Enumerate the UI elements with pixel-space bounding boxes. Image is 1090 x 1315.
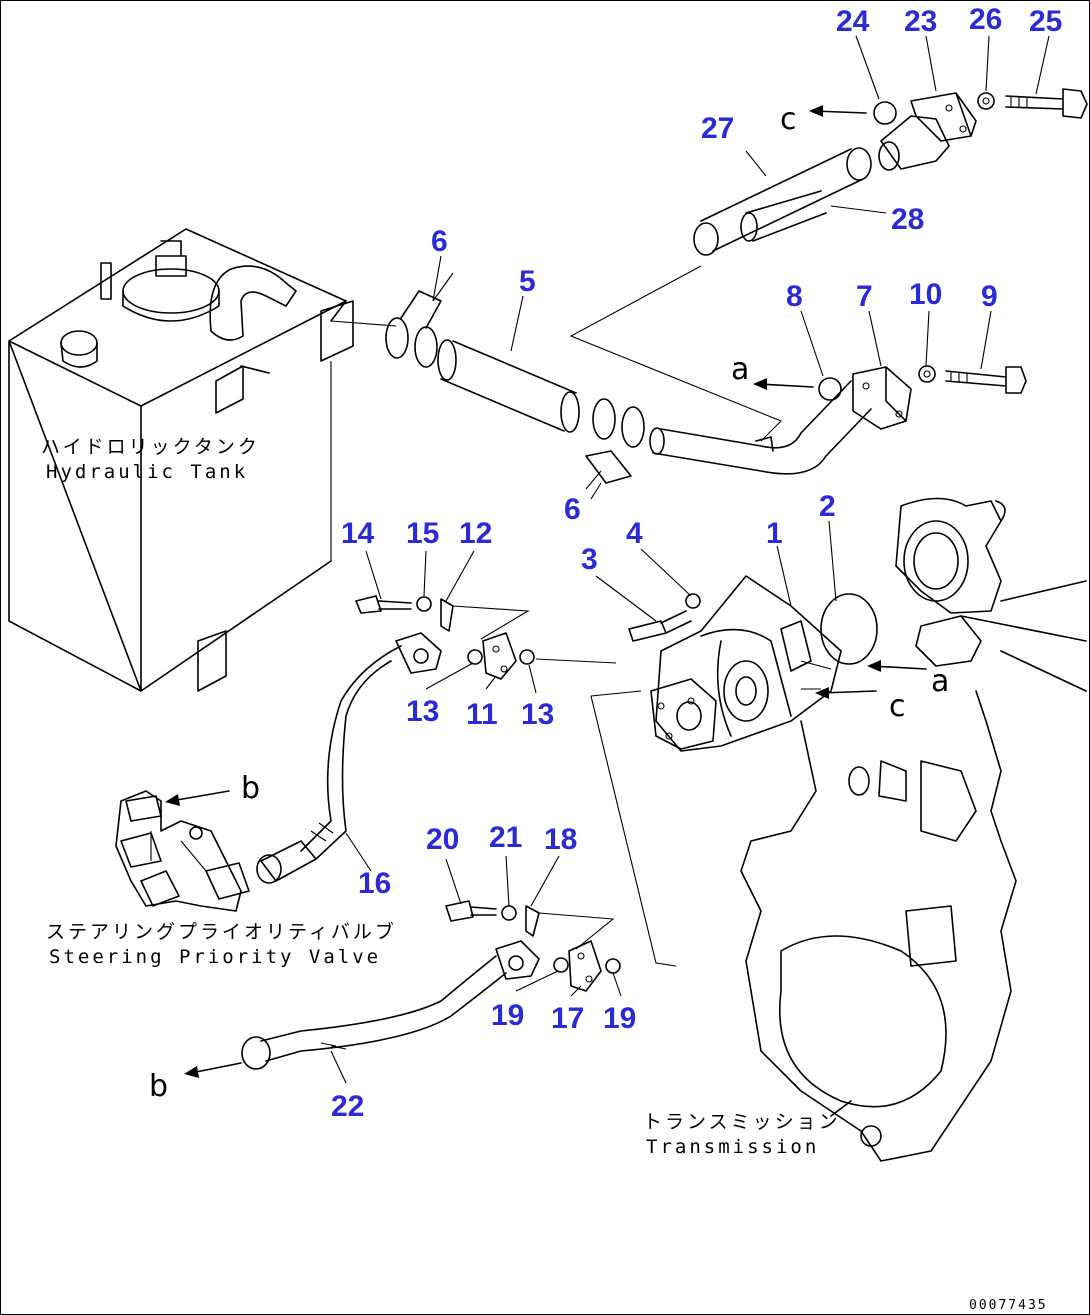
part-number-6-upper: 6 <box>431 225 448 258</box>
return-tube <box>569 88 1088 442</box>
pressure-hose-lower <box>241 940 621 1070</box>
part-number-6-lower: 6 <box>564 493 581 526</box>
part-number-1: 1 <box>766 517 783 550</box>
part-number-20: 20 <box>426 823 459 856</box>
suction-hose <box>385 272 645 500</box>
document-id: 00077435 <box>969 1298 1048 1313</box>
part-number-5: 5 <box>519 265 536 298</box>
ref-b-valve: b <box>241 771 260 806</box>
transmission-label-jp: トランスミッション <box>643 1111 841 1133</box>
part-number-25: 25 <box>1029 5 1062 38</box>
part-number-16: 16 <box>358 867 391 900</box>
part-number-3: 3 <box>581 543 598 576</box>
part-number-2: 2 <box>819 490 836 523</box>
part-number-4: 4 <box>626 517 643 550</box>
leader-lines <box>590 690 677 967</box>
lower-bolt-set <box>445 900 615 950</box>
ref-c-pump: c <box>889 689 906 724</box>
ref-a-pump: a <box>931 664 949 699</box>
part-number-21: 21 <box>489 821 522 854</box>
tank-label-jp: ハイドロリックタンク <box>41 436 260 458</box>
ref-a-suction: a <box>731 352 749 387</box>
part-number-19-left: 19 <box>491 999 524 1032</box>
part-number-28: 28 <box>891 203 924 236</box>
part-number-11: 11 <box>466 698 498 731</box>
suction-tube <box>649 365 1027 475</box>
valve-label-jp: ステアリングプライオリティバルブ <box>46 920 397 943</box>
upper-bolt-set <box>355 595 530 640</box>
part-number-7: 7 <box>856 280 873 313</box>
pressure-hose-upper <box>256 632 617 884</box>
part-number-12: 12 <box>459 517 492 550</box>
transmission <box>740 497 1087 1162</box>
part-number-13-left: 13 <box>406 695 439 728</box>
part-number-14: 14 <box>341 517 375 550</box>
ref-c-return: c <box>780 102 797 137</box>
part-leaders <box>330 35 1050 1084</box>
part-number-26: 26 <box>969 3 1002 36</box>
part-number-27: 27 <box>701 112 734 145</box>
arrows <box>165 105 927 1078</box>
transmission-label-en: Transmission <box>646 1136 819 1158</box>
part-number-8: 8 <box>786 280 803 313</box>
hydraulic-tank <box>8 228 397 692</box>
part-number-10: 10 <box>909 278 942 311</box>
part-number-17: 17 <box>551 1002 584 1035</box>
part-number-9: 9 <box>981 280 998 313</box>
part-number-23: 23 <box>904 5 937 38</box>
part-number-15: 15 <box>406 517 439 550</box>
part-number-19-right: 19 <box>603 1002 636 1035</box>
part-number-13-right: 13 <box>521 698 554 731</box>
tank-label-en: Hydraulic Tank <box>46 461 248 483</box>
part-number-18: 18 <box>544 823 577 856</box>
valve-label-en: Steering Priority Valve <box>49 946 381 968</box>
ref-b-hose: b <box>149 1069 168 1104</box>
hydraulic-pump <box>628 575 878 752</box>
part-number-22: 22 <box>331 1090 364 1123</box>
steering-priority-valve <box>115 790 250 912</box>
part-number-24: 24 <box>836 5 870 38</box>
